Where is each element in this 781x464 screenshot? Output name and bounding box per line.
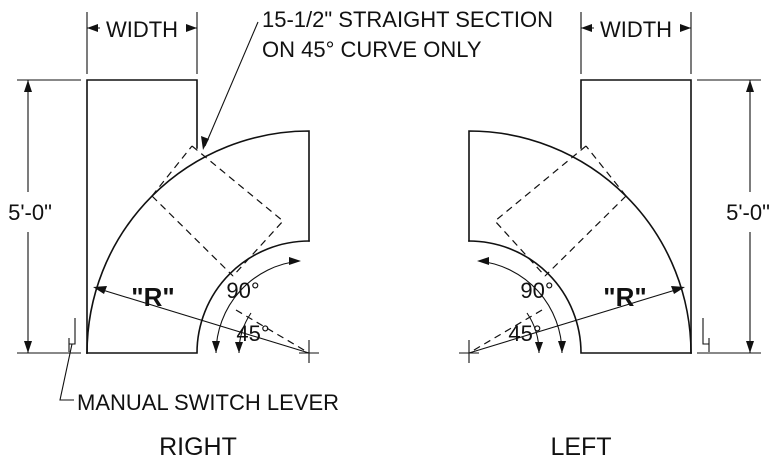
right-90-arrow-b (289, 257, 301, 265)
height-dimension-right: 5'-0" (697, 79, 770, 354)
straight-note-line1: 15-1/2" STRAIGHT SECTION (262, 7, 553, 32)
left-90-arc (478, 260, 563, 354)
right-90-arrow-a (212, 341, 220, 353)
caption-left: LEFT (550, 433, 611, 461)
right-center-cross (299, 340, 319, 363)
right-45-section-dashed (151, 145, 284, 277)
manual-switch-lever-note: MANUAL SWITCH LEVER (77, 390, 339, 415)
height-dimension-left: 5'-0" (8, 79, 81, 354)
left-radius-line (468, 287, 683, 354)
radius-label-left: "R" (131, 282, 174, 312)
right-radius-line (95, 287, 310, 354)
height-label-right: 5'-0" (726, 200, 770, 225)
left-center-cross (459, 340, 479, 363)
right-switch-drawing (59, 79, 319, 401)
left-90-arrow-a (558, 341, 566, 353)
right-90-arc (215, 260, 300, 354)
angle-90-label-left: 90° (226, 278, 259, 303)
note-leader (204, 21, 259, 147)
angle-90-label-right: 90° (520, 278, 553, 303)
angle-45-label-left: 45° (236, 321, 269, 346)
left-radius-arrow (671, 286, 685, 294)
left-outer-curve (468, 130, 692, 354)
left-90-arrow-b (477, 257, 489, 265)
straight-section-note: 15-1/2" STRAIGHT SECTION ON 45° CURVE ON… (201, 7, 553, 150)
left-straight-outline (580, 79, 692, 354)
width-dimension-left: WIDTH (86, 12, 198, 74)
angle-45-label-right: 45° (508, 321, 541, 346)
right-inner-curve (86, 240, 310, 354)
right-radius-arrow (93, 286, 107, 294)
right-straight-outline (86, 79, 198, 354)
left-inner-curve (468, 240, 692, 354)
left-switch-drawing (459, 79, 710, 363)
left-lever-mark (702, 318, 710, 352)
height-label-left: 5'-0" (8, 200, 52, 225)
radius-label-right: "R" (603, 282, 646, 312)
straight-note-line2: ON 45° CURVE ONLY (262, 37, 482, 62)
caption-right: RIGHT (159, 433, 237, 461)
left-45-arrow-a (535, 342, 543, 353)
width-label-left: WIDTH (106, 17, 178, 42)
width-dimension-right: WIDTH (580, 12, 692, 74)
width-label-right: WIDTH (600, 17, 672, 42)
right-45-arrow-a (235, 342, 243, 353)
right-lever-mark (59, 318, 76, 401)
left-45-section-dashed (494, 145, 627, 277)
right-outer-curve (86, 130, 310, 354)
